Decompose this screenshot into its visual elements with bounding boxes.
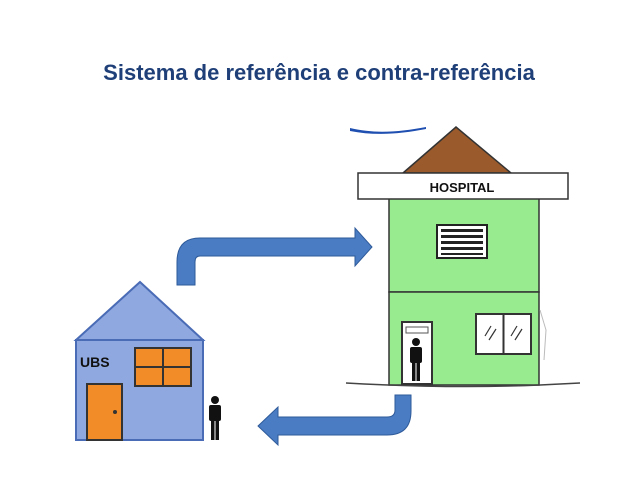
ubs-label: UBS <box>80 354 110 370</box>
hospital-building: HOSPITAL <box>345 126 581 388</box>
referral-arrow <box>176 226 373 286</box>
person-icon-hospital <box>410 338 422 381</box>
ubs-door-knob <box>113 410 117 414</box>
person-icon-ubs <box>209 396 221 440</box>
sky-fragment <box>350 127 426 134</box>
hospital-ground <box>345 382 581 388</box>
ubs-roof <box>73 280 206 341</box>
hospital-sign <box>357 172 569 200</box>
ubs-building: UBS <box>73 280 206 441</box>
counter-referral-arrow <box>257 394 412 447</box>
slide-title: Sistema de referência e contra-referênci… <box>103 60 535 85</box>
hospital-roof <box>400 126 514 174</box>
hospital-label: HOSPITAL <box>430 180 495 195</box>
